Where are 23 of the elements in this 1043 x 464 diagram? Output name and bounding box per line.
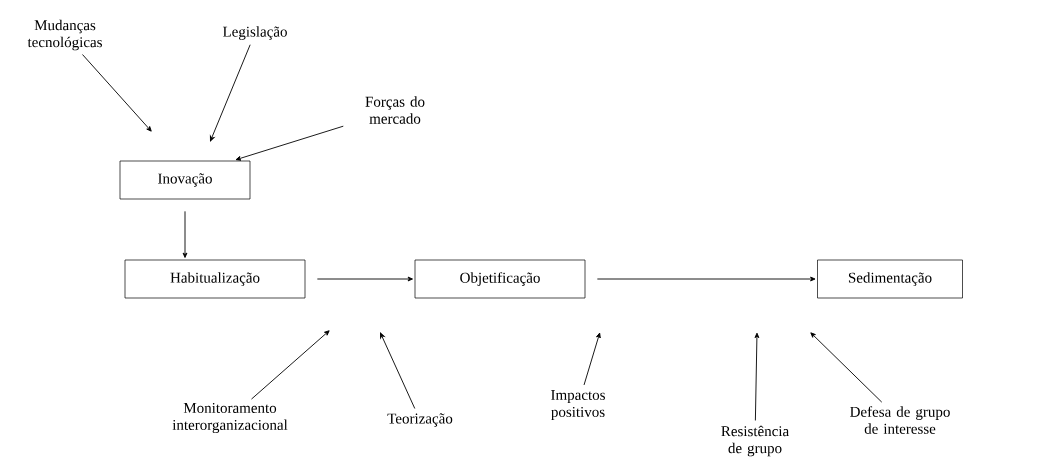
arrow xyxy=(82,54,152,132)
arrow xyxy=(583,332,601,386)
arrow xyxy=(810,332,883,403)
arrow xyxy=(209,44,251,142)
factor-label: Forças do mercado xyxy=(365,96,425,124)
process-box: Inovação xyxy=(119,160,251,200)
factor-label: Monitoramento interorganizacional xyxy=(172,402,288,434)
factor-label: Resistência de grupo xyxy=(721,425,789,457)
arrow xyxy=(235,125,344,161)
factor-label: Defesa de grupo de interesse xyxy=(850,406,950,434)
factor-label: Impactos positivos xyxy=(551,390,605,420)
factor-label: Legislação xyxy=(222,26,287,40)
process-box: Habitualização xyxy=(124,259,306,299)
arrow xyxy=(596,276,816,282)
process-box: Objetificação xyxy=(414,259,586,299)
factor-label: Teorização xyxy=(387,413,453,427)
arrow xyxy=(754,332,760,421)
process-box: Sedimentação xyxy=(817,259,963,299)
arrow xyxy=(251,330,330,400)
arrow xyxy=(182,210,188,258)
arrow xyxy=(380,332,416,409)
factor-label: Mudanças tecnológicas xyxy=(27,19,102,51)
arrow xyxy=(316,276,413,282)
